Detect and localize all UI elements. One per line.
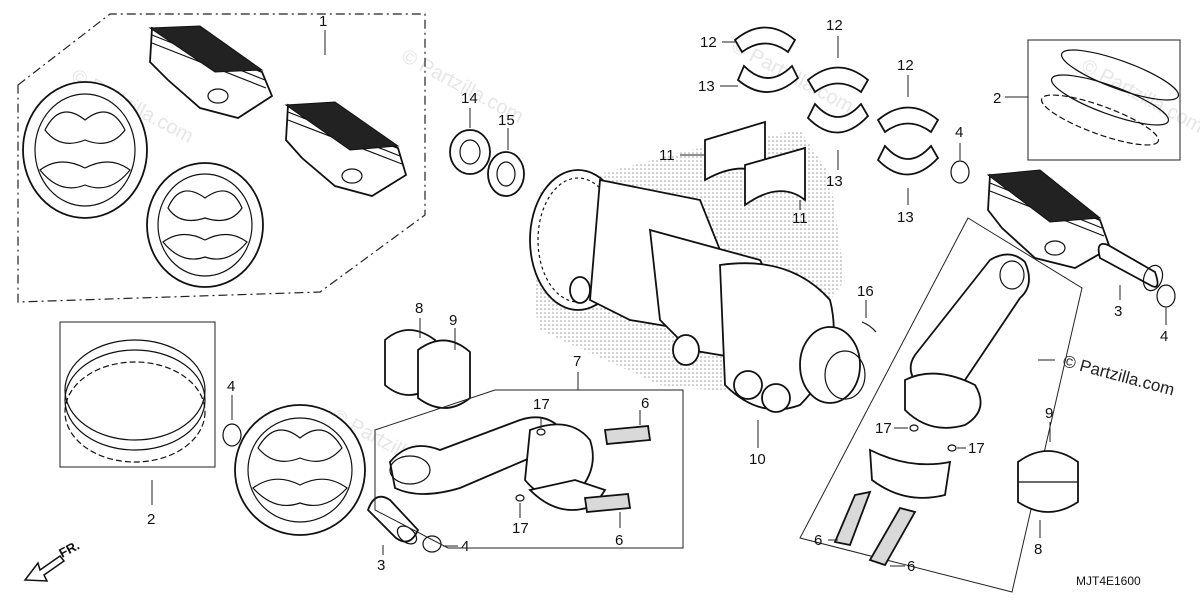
callout-2-left: 2 bbox=[147, 511, 155, 528]
callout-1: 1 bbox=[319, 13, 327, 30]
piston-pin-left: 3 bbox=[366, 495, 420, 574]
callout-6-a: 6 bbox=[641, 395, 649, 412]
rings-frame-left bbox=[59, 321, 216, 468]
callout-11-upper: 11 bbox=[659, 147, 675, 164]
nut-14: 14 bbox=[449, 90, 491, 175]
piston-rings-left-group: 2 bbox=[59, 321, 216, 528]
callout-13-c: 13 bbox=[897, 209, 914, 226]
diagram-code: MJT4E1600 bbox=[1076, 574, 1141, 588]
callout-13-a: 13 bbox=[698, 78, 715, 95]
front-arrow-icon bbox=[23, 554, 66, 582]
main-bearing-shells: 12 13 12 13 12 13 bbox=[698, 17, 940, 226]
callout-4-b: 4 bbox=[461, 538, 469, 555]
piston-set-group: 1 bbox=[17, 13, 426, 303]
piston-top-view-right bbox=[146, 162, 264, 288]
callout-12-c: 12 bbox=[897, 57, 914, 74]
circlip-right-upper: 4 bbox=[950, 124, 970, 184]
conrod-frame-right bbox=[799, 217, 1083, 593]
front-direction-indicator: FR. bbox=[23, 538, 82, 582]
connecting-rod-assembly-right: 6 6 17 17 bbox=[799, 217, 1083, 593]
piston-side-view-2 bbox=[284, 101, 408, 197]
circlip-left-upper: 4 bbox=[222, 378, 242, 447]
callout-7: 7 bbox=[573, 353, 581, 370]
piston-single-left bbox=[234, 404, 366, 536]
callout-9-right: 9 bbox=[1045, 405, 1053, 422]
conrod-frame-left bbox=[374, 389, 684, 549]
crankshaft: 10 bbox=[529, 130, 866, 468]
callout-8-right: 8 bbox=[1034, 541, 1042, 558]
rings-frame-right bbox=[1027, 39, 1181, 161]
callout-12-b: 12 bbox=[826, 17, 843, 34]
circlip-right-lower: 4 bbox=[1156, 284, 1176, 345]
callout-17-c: 17 bbox=[875, 420, 892, 437]
callout-6-b: 6 bbox=[615, 532, 623, 549]
callout-13-b: 13 bbox=[826, 173, 843, 190]
callout-4-d: 4 bbox=[1160, 328, 1168, 345]
callout-9-left: 9 bbox=[449, 312, 457, 329]
washer-15: 15 bbox=[487, 112, 525, 197]
piston-pin-right: 3 bbox=[1097, 243, 1164, 320]
callout-16: 16 bbox=[857, 283, 874, 300]
callout-17-b: 17 bbox=[512, 520, 529, 537]
callout-10: 10 bbox=[749, 451, 766, 468]
piston-set-frame bbox=[17, 13, 426, 303]
callout-15: 15 bbox=[498, 112, 515, 129]
bearing-right: 9 8 bbox=[1017, 405, 1079, 558]
callout-4-a: 4 bbox=[227, 378, 235, 395]
copyright-text: © Partzilla.com bbox=[1061, 352, 1177, 400]
callout-6-c: 6 bbox=[814, 532, 822, 549]
bearing-9-left: 9 bbox=[417, 312, 471, 409]
callout-3-right: 3 bbox=[1114, 303, 1122, 320]
callout-6-d: 6 bbox=[907, 558, 915, 575]
piston-top-view-left bbox=[22, 81, 148, 219]
callout-3-left: 3 bbox=[377, 557, 385, 574]
thrust-washer-lower: 11 bbox=[744, 146, 808, 227]
piston-rings-right-group: 2 bbox=[993, 39, 1181, 161]
callout-4-c: 4 bbox=[955, 124, 963, 141]
piston-side-view-right bbox=[986, 169, 1112, 269]
key-16: 16 bbox=[857, 283, 877, 333]
piston-side-view-1 bbox=[148, 25, 274, 119]
callout-17-d: 17 bbox=[968, 440, 985, 457]
callout-8-left: 8 bbox=[415, 300, 423, 317]
callout-12-a: 12 bbox=[700, 34, 717, 51]
callout-2-right: 2 bbox=[993, 90, 1001, 107]
callout-11-lower: 11 bbox=[792, 210, 808, 227]
callout-14: 14 bbox=[461, 90, 478, 107]
callout-17-a: 17 bbox=[533, 396, 550, 413]
connecting-rod-assembly-left: 7 6 6 17 17 bbox=[374, 353, 684, 549]
